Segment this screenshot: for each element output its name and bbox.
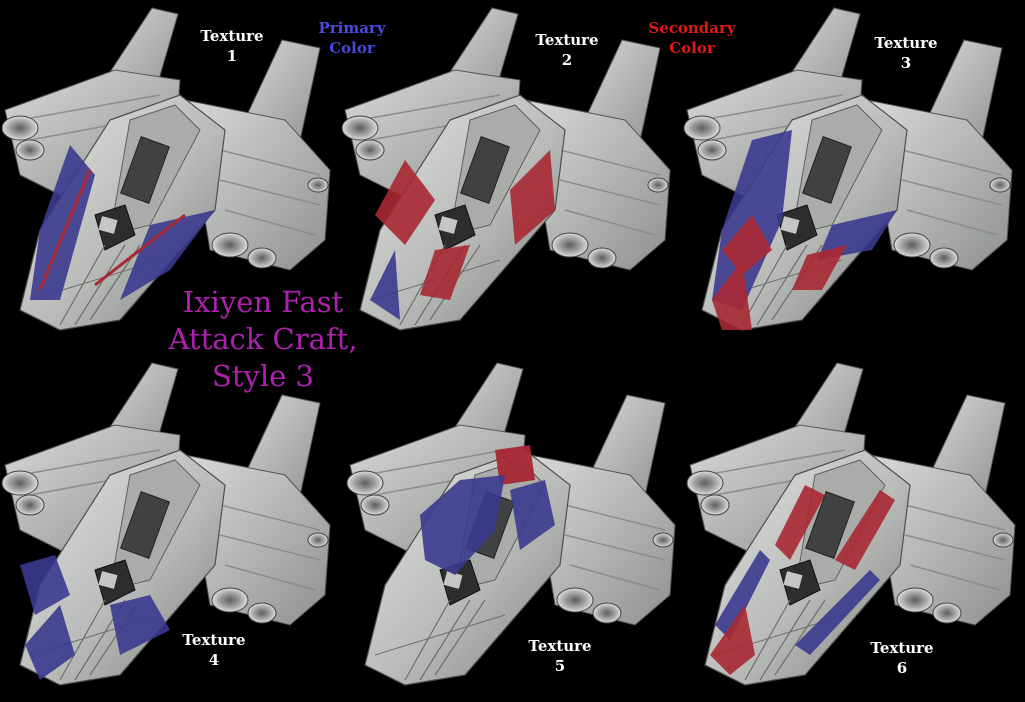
ship-texture-1 xyxy=(1,7,331,331)
label-secondary-color-line-2: Color xyxy=(669,39,715,57)
label-texture-1: Texture 1 xyxy=(192,26,272,66)
label-texture-5: Texture 5 xyxy=(520,636,600,676)
label-primary-color-line-1: Primary xyxy=(318,19,386,37)
label-secondary-color: Secondary Color xyxy=(642,18,742,58)
label-texture-5-line-2: 5 xyxy=(554,657,566,675)
label-texture-3-line-2: 3 xyxy=(900,54,912,72)
label-texture-3-line-1: Texture xyxy=(874,34,938,52)
ship-texture-2 xyxy=(341,7,671,331)
ship-texture-5 xyxy=(346,362,676,686)
label-texture-6-line-2: 6 xyxy=(896,659,908,677)
label-texture-5-line-1: Texture xyxy=(528,637,592,655)
page-title-line-1: Ixiyen Fast xyxy=(182,285,344,319)
label-texture-2-line-2: 2 xyxy=(561,51,573,69)
label-texture-1-line-2: 1 xyxy=(226,47,238,65)
label-texture-3: Texture 3 xyxy=(866,33,946,73)
label-texture-1-line-1: Texture xyxy=(200,27,264,45)
label-texture-4-line-1: Texture xyxy=(182,631,246,649)
label-texture-2: Texture 2 xyxy=(527,30,607,70)
label-secondary-color-line-1: Secondary xyxy=(648,19,736,37)
page-title: Ixiyen Fast Attack Craft, Style 3 xyxy=(168,284,358,395)
label-texture-6: Texture 6 xyxy=(862,638,942,678)
label-primary-color: Primary Color xyxy=(312,18,392,58)
label-texture-4-line-2: 4 xyxy=(208,651,220,669)
label-texture-6-line-1: Texture xyxy=(870,639,934,657)
page-title-line-2: Attack Craft, xyxy=(168,322,358,356)
label-texture-2-line-1: Texture xyxy=(535,31,599,49)
label-primary-color-line-2: Color xyxy=(329,39,375,57)
page-title-line-3: Style 3 xyxy=(211,359,314,393)
ship-texture-6 xyxy=(686,362,1016,686)
ship-texture-4 xyxy=(1,362,331,686)
ship-texture-3 xyxy=(683,7,1013,331)
label-texture-4: Texture 4 xyxy=(174,630,254,670)
